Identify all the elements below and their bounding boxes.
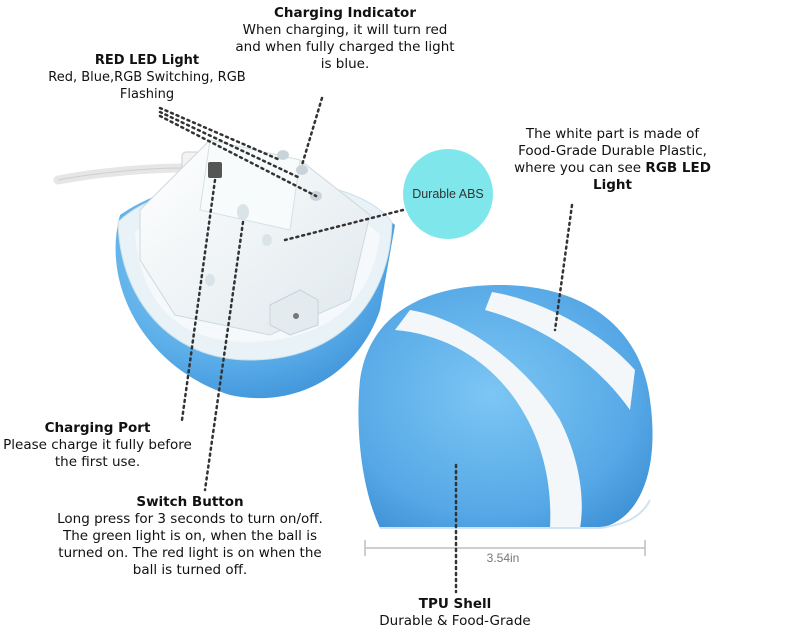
leader-abs [283,208,405,242]
led-hole-1 [277,150,289,160]
leader-white-part [553,203,574,332]
charging-port-slot [208,162,222,178]
usb-cable [53,163,190,185]
label-title: Charging Port [44,420,151,436]
label-body: Long press for 3 seconds to turn on/off.… [57,511,323,578]
label-body: Red, Blue,RGB Switching, RGB Flashing [48,70,246,102]
dimension-text: 3.54in [487,551,520,565]
label-body: When charging, it will turn red and when… [235,22,455,72]
label-red-led-light: RED LED Light Red, Blue,RGB Switching, R… [22,52,272,103]
label-charging-indicator: Charging Indicator When charging, it wil… [230,5,460,73]
led-hole-2 [296,165,308,175]
label-body-bold: RGB LED Light [593,160,711,193]
label-body: Durable & Food-Grade [379,613,531,629]
label-body: The white part is made of Food-Grade Dur… [514,126,707,176]
leader-charging-indicator [300,96,324,167]
label-body: Please charge it fully before the first … [3,437,192,470]
leader-charging-port [180,178,217,422]
leader-red-led-1 [158,106,282,162]
label-title: TPU Shell [418,596,492,612]
switch-button-hole [237,204,249,220]
label-tpu-shell: TPU Shell Durable & Food-Grade [360,596,550,630]
badge-text: Durable ABS [412,187,484,201]
label-title: Switch Button [136,494,244,510]
leader-switch-button [203,220,245,492]
label-switch-button: Switch Button Long press for 3 seconds t… [50,494,330,579]
label-white-part: The white part is made of Food-Grade Dur… [505,126,720,194]
leader-red-led-2 [158,110,302,180]
label-title: RED LED Light [94,53,200,68]
label-title: Charging Indicator [274,5,416,21]
durable-abs-badge [403,149,493,239]
label-charging-port: Charging Port Please charge it fully bef… [0,420,195,471]
leader-red-led-3 [158,114,318,198]
